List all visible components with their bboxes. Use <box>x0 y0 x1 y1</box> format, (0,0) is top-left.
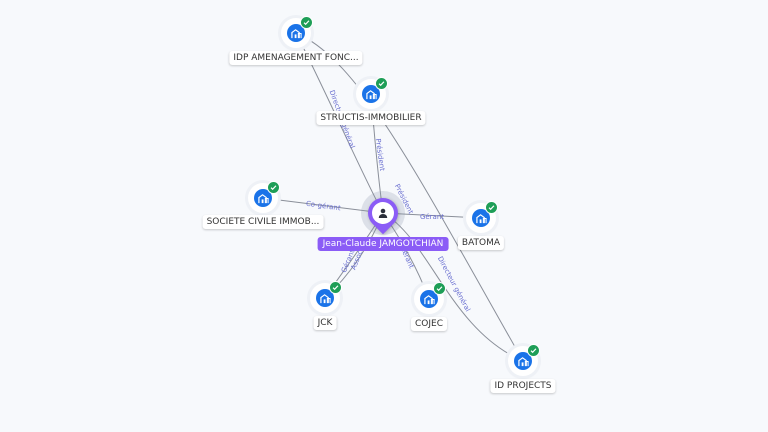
verified-check-icon <box>527 344 540 357</box>
company-node-circle[interactable] <box>310 283 340 313</box>
relation-edge-scimmo <box>262 197 384 214</box>
company-icon <box>254 189 272 207</box>
relation-label: Co-gérant <box>305 200 341 213</box>
relation-label: Gérant <box>420 213 444 221</box>
company-label[interactable]: JCK <box>313 316 337 330</box>
verified-check-icon <box>433 282 446 295</box>
company-icon <box>514 352 532 370</box>
company-icon <box>472 209 490 227</box>
relation-label: Président <box>374 138 387 172</box>
person-icon <box>372 202 394 224</box>
relation-edge-batoma <box>382 212 482 219</box>
company-icon <box>420 290 438 308</box>
relation-edge-idprojects <box>295 32 524 362</box>
company-label[interactable]: COJEC <box>411 317 447 331</box>
verified-check-icon <box>300 16 313 29</box>
company-label[interactable]: BATOMA <box>457 236 505 250</box>
company-label[interactable]: ID PROJECTS <box>490 379 556 393</box>
company-label[interactable]: STRUCTIS-IMMOBILIER <box>316 111 426 125</box>
verified-check-icon <box>375 77 388 90</box>
company-icon <box>316 289 334 307</box>
verified-check-icon <box>329 281 342 294</box>
person-name-label[interactable]: Jean-Claude JAMGOTCHIAN <box>317 237 449 251</box>
company-node-circle[interactable] <box>466 203 496 233</box>
company-icon <box>362 85 380 103</box>
company-label[interactable]: IDP AMENAGEMENT FONC... <box>229 51 363 65</box>
company-icon <box>287 24 305 42</box>
company-node-circle[interactable] <box>508 346 538 376</box>
company-label[interactable]: SOCIETE CIVILE IMMOB... <box>202 215 324 229</box>
verified-check-icon <box>267 181 280 194</box>
company-node-circle[interactable] <box>356 79 386 109</box>
company-node-circle[interactable] <box>414 284 444 314</box>
verified-check-icon <box>485 201 498 214</box>
